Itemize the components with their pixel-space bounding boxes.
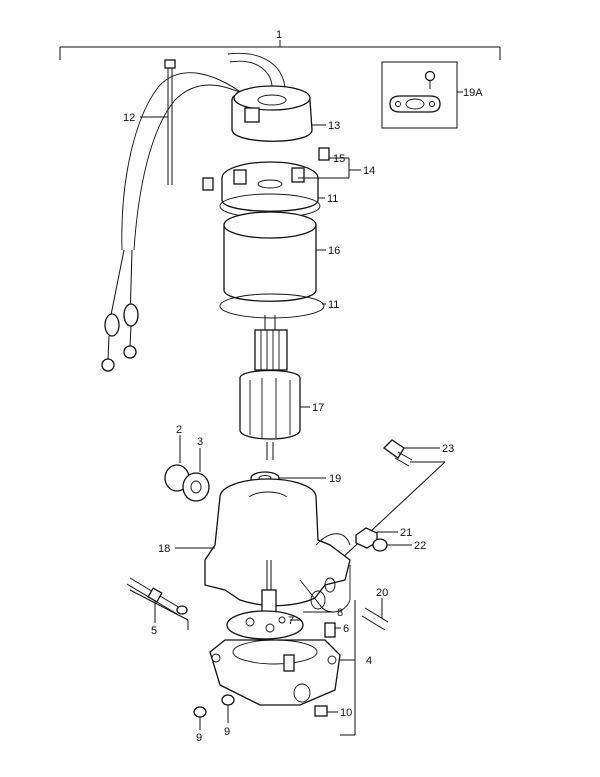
- brush-holder: [202, 147, 361, 212]
- assembly-bracket: [59, 40, 501, 60]
- pump-body: [175, 478, 351, 613]
- long-bolt: [140, 59, 176, 185]
- callout-3: 3: [197, 436, 203, 448]
- callout-11-upper: 11: [327, 193, 338, 205]
- callout-22: 22: [414, 540, 426, 552]
- motor-housing: [223, 211, 326, 302]
- nut-and-washer: [355, 527, 412, 552]
- callout-9-right: 9: [224, 726, 230, 738]
- callout-7: 7: [288, 615, 294, 627]
- callout-17: 17: [312, 402, 324, 414]
- callout-21: 21: [400, 527, 412, 539]
- armature: [239, 315, 310, 460]
- callout-19: 19: [329, 473, 341, 485]
- callout-18: 18: [158, 543, 170, 555]
- callout-2: 2: [176, 424, 182, 436]
- callout-4: 4: [366, 655, 372, 667]
- callout-13: 13: [328, 120, 340, 132]
- stud-20: [361, 598, 389, 631]
- cap-and-ring: [164, 435, 210, 502]
- inset-19a: [381, 61, 463, 129]
- callout-1: 1: [276, 29, 282, 41]
- callout-10: 10: [340, 707, 352, 719]
- end-cap: [231, 85, 326, 142]
- callout-12: 12: [123, 112, 135, 124]
- callout-16: 16: [328, 245, 340, 257]
- callout-23: 23: [442, 443, 454, 455]
- callout-9-left: 9: [196, 732, 202, 744]
- base-reservoir: [209, 600, 356, 736]
- o-ring-lower: [219, 293, 326, 319]
- valve-5: [126, 577, 189, 630]
- callout-8: 8: [337, 607, 343, 619]
- callout-11-lower: 11: [328, 299, 339, 311]
- callout-6: 6: [343, 623, 349, 635]
- callout-20: 20: [376, 587, 388, 599]
- callout-labels: 1 19A 12 13 15 14 11 16 11 17 2 3 23 19 …: [123, 29, 483, 744]
- valve-plate: [226, 610, 341, 640]
- power-cable: [101, 52, 286, 372]
- callout-19a: 19A: [463, 87, 483, 99]
- screws: [193, 694, 338, 730]
- callout-15: 15: [333, 153, 345, 165]
- callout-5: 5: [151, 625, 157, 637]
- callout-14: 14: [363, 165, 375, 177]
